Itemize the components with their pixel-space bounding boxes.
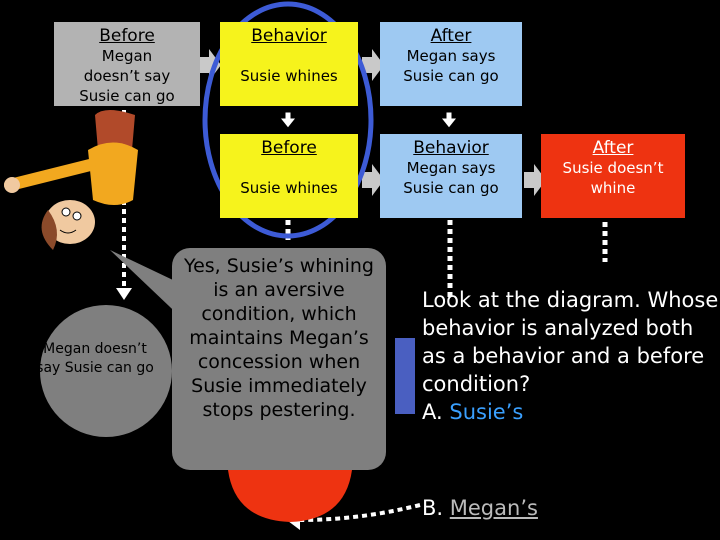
question-text: Look at the diagram. Whose behavior is a… <box>422 288 719 396</box>
arrow-right-icon <box>199 49 221 81</box>
behavior-box-bottom <box>395 338 415 414</box>
after-heading: After <box>592 138 634 158</box>
arrow-right-icon <box>524 164 546 196</box>
before-body: Megan doesn’t say Susie can go <box>79 47 175 105</box>
option-b-label: Megan’s <box>449 496 538 520</box>
option-b-prefix: B. <box>422 496 450 520</box>
after-box-top: After Megan says Susie can go <box>380 22 522 106</box>
behavior-heading: Behavior <box>251 26 327 46</box>
before-box-second: Before Susie whines <box>220 134 358 218</box>
arrow-right-icon <box>362 49 384 81</box>
option-a-prefix: A. <box>422 400 450 424</box>
behavior-body: Susie whines <box>240 67 338 85</box>
cartoon-girl-illustration <box>4 110 138 250</box>
behavior-body: Megan says Susie can go <box>403 159 499 197</box>
bottom-left-label: Megan doesn’t say Susie can go <box>36 341 154 376</box>
option-a[interactable]: A. Susie’s <box>422 400 523 424</box>
before-heading: Before <box>99 26 155 46</box>
behavior-box-top: Behavior Susie whines <box>220 22 358 106</box>
before-heading: Before <box>261 138 317 158</box>
before-circle-bottom <box>40 305 172 437</box>
arrow-down-icon <box>116 288 132 300</box>
behavior-box-second: Behavior Megan says Susie can go <box>380 134 522 218</box>
behavior-heading: Behavior <box>413 138 489 158</box>
explanation-bubble: Yes, Susie’s whining is an aversive cond… <box>172 248 386 470</box>
after-box-second: After Susie doesn’t whine <box>541 134 685 218</box>
before-box-top: Before Megan doesn’t say Susie can go <box>54 22 200 106</box>
after-body: Susie doesn’t whine <box>562 159 664 197</box>
highlight-oval <box>202 1 374 239</box>
question-block: Look at the diagram. Whose behavior is a… <box>422 286 720 426</box>
after-body: Megan says Susie can go <box>403 47 499 85</box>
after-heading: After <box>430 26 472 46</box>
option-a-label: Susie’s <box>449 400 524 424</box>
arrow-right-icon <box>362 164 384 196</box>
arrow-down-icon <box>278 111 298 129</box>
before-body: Susie whines <box>240 179 338 197</box>
arrow-down-icon <box>439 111 459 129</box>
option-b[interactable]: B. Megan’s <box>422 494 538 522</box>
